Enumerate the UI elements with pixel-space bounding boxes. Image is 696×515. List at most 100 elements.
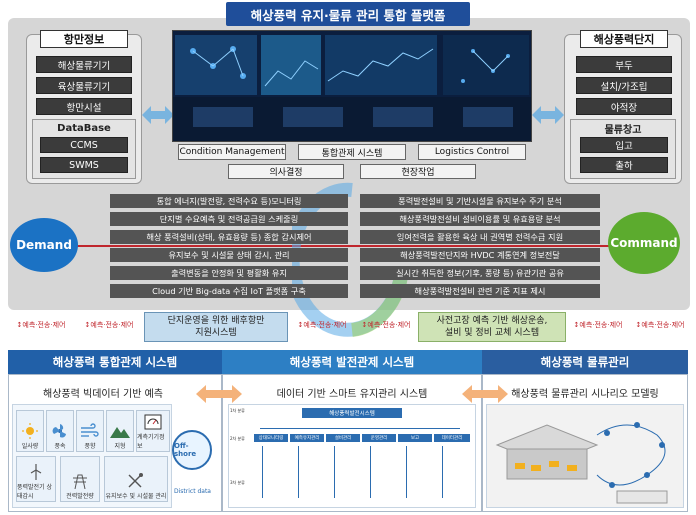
diagram-node-6: 데이터관리 (434, 434, 470, 442)
offshore-badge: Off-shore (172, 430, 212, 470)
port-item-facility[interactable]: 항만시설 (36, 98, 132, 115)
left-support-line2: 지원시스템 (195, 328, 237, 338)
function-right-4: 해상풍력발전단지와 HVDC 계통연계 정보전달 (360, 248, 600, 262)
icon-cell-irradiance: 일사량 (16, 410, 44, 452)
diagram-row-label-2: 2차 분류 (230, 436, 245, 441)
arrow-text-4: 예측·전송·제어 (367, 321, 411, 329)
left-support-line1: 단지운영을 위한 배후항만 (167, 316, 265, 326)
icon-cell-tools: 유지보수 및 시설물 관리 (104, 456, 168, 502)
warehouse-out[interactable]: 출하 (580, 157, 668, 173)
arrow-label-4: ↕ 예측·전송·제어 (361, 321, 411, 329)
arrow-text-1: 예측·전송·제어 (22, 321, 66, 329)
icon-cell-turbine: 풍력발전기 상태감시 (16, 456, 56, 502)
wind-item-pier[interactable]: 부두 (576, 56, 672, 73)
right-bidirectional-arrow (532, 106, 564, 124)
condition-management-button[interactable]: Condition Management (178, 144, 286, 160)
diagram-branch-5 (406, 446, 426, 498)
wind-item-assembly[interactable]: 설치/가조립 (576, 77, 672, 94)
diagram-node-5: 보고 (398, 434, 432, 442)
warehouse-in[interactable]: 입고 (580, 137, 668, 153)
terrain-icon (110, 427, 130, 438)
diagram-top-node: 해상풍력발전시스템 (302, 408, 402, 418)
diagram-connector (260, 428, 460, 429)
right-support-box: 사전고장 예측 기반 해상운송, 설비 및 정비 교체 시스템 (418, 312, 566, 342)
icon-label-winddir: 풍향 (84, 443, 96, 450)
arrow-label-1: ↕ 예측·전송·제어 (16, 321, 66, 329)
wind-complex-title: 해상풍력단지 (580, 30, 668, 48)
diagram-branch-2 (298, 446, 318, 498)
icon-cell-power: 전력발전량 (60, 456, 100, 502)
icon-label-power: 전력발전량 (66, 493, 94, 500)
diagram-branch-4 (370, 446, 390, 498)
control-room-screens (173, 35, 531, 141)
diagram-node-2: 예측유지관리 (290, 434, 324, 442)
arrow-label-5: ↕ 예측·전송·제어 (573, 321, 623, 329)
icon-label-windspeed: 풍속 (54, 443, 66, 450)
icon-label-turbine: 풍력발전기 상태감시 (17, 484, 53, 500)
logistics-control-button[interactable]: Logistics Control (418, 144, 526, 160)
function-left-6: Cloud 기반 Big-data 수집 IoT 플랫폼 구축 (110, 284, 348, 298)
bigdata-subtitle: 해상풍력 빅데이터 기반 예측 (43, 388, 163, 400)
decision-making-box[interactable]: 의사결정 (228, 164, 344, 179)
sun-icon (22, 423, 38, 439)
arrow-label-2: ↕ 예측·전송·제어 (84, 321, 134, 329)
diagram-branch-6 (442, 446, 462, 498)
diagram-node-3: 설비관리 (326, 434, 360, 442)
logistics-subtitle: 해상풍력 물류관리 시나리오 모델링 (511, 388, 659, 400)
port-item-marine[interactable]: 해상물류기기 (36, 56, 132, 73)
arrow-label-6: ↕ 예측·전송·제어 (635, 321, 685, 329)
database-title: DataBase (57, 122, 111, 134)
function-left-5: 출력변동을 안정화 및 평활화 유지 (110, 266, 348, 280)
function-right-5: 실시간 취득한 정보(기후, 풍량 등) 유관기관 공유 (360, 266, 600, 280)
arrow-text-3: 예측·전송·제어 (303, 321, 347, 329)
integrated-control-header: 해상풍력 통합관제 시스템 (8, 350, 222, 374)
meter-icon (144, 414, 162, 430)
port-item-land[interactable]: 육상물류기기 (36, 77, 132, 94)
function-right-1: 풍력발전설비 및 기반시설물 유지보수 주기 분석 (360, 194, 600, 208)
power-control-header: 해상풍력 발전관제 시스템 (222, 350, 482, 374)
bottom-right-arrow (462, 385, 508, 403)
district-label: District data (174, 488, 211, 495)
warehouse-title: 물류창고 (604, 124, 642, 136)
smart-maintenance-subtitle: 데이터 기반 스마트 유지관리 시스템 (276, 388, 428, 400)
logistics-header: 해상풍력 물류관리 (482, 350, 688, 374)
arrow-label-3: ↕ 예측·전송·제어 (297, 321, 347, 329)
left-bidirectional-arrow (142, 106, 174, 124)
function-left-1: 통합 에너지(발전량, 전력수요 등)모니터링 (110, 194, 348, 208)
arrow-text-6: 예측·전송·제어 (641, 321, 685, 329)
control-room-image (172, 30, 532, 142)
icon-label-irradiance: 일사량 (21, 443, 39, 450)
diagram-branch-1 (262, 446, 282, 498)
page-title: 해상풍력 유지·물류 관리 통합 플랫폼 (226, 2, 470, 26)
diagram-node-1: 상태모니터링 (254, 434, 288, 442)
diagram-branch-3 (334, 446, 354, 498)
right-support-line1: 사전고장 예측 기반 해상운송, (436, 316, 548, 326)
function-left-2: 단지별 수요예측 및 전력공급원 스케줄링 (110, 212, 348, 226)
wind-item-yard[interactable]: 야적장 (576, 98, 672, 115)
function-right-6: 해상풍력발전설비 관련 기준 지표 제시 (360, 284, 600, 298)
wind-icon (81, 423, 99, 437)
power-icon (73, 474, 87, 489)
function-right-2: 해상풍력발전설비 설비이용률 및 유효용량 분석 (360, 212, 600, 226)
database-swms[interactable]: SWMS (40, 157, 128, 173)
turbine-icon (30, 464, 42, 480)
right-support-line2: 설비 및 정비 교체 시스템 (444, 328, 540, 338)
icon-cell-meter: 계측기기정보 (136, 410, 170, 452)
arrow-text-2: 예측·전송·제어 (90, 321, 134, 329)
offshore-label: Off-shore (174, 442, 197, 458)
logistics-scenario-image (486, 404, 684, 508)
fan-icon (52, 424, 66, 438)
database-ccms[interactable]: CCMS (40, 137, 128, 153)
function-left-4: 유지보수 및 시설물 상태 감시, 관리 (110, 248, 348, 262)
arrow-text-5: 예측·전송·제어 (579, 321, 623, 329)
icon-cell-terrain: 지형 (106, 410, 134, 452)
icon-cell-windspeed: 풍속 (46, 410, 74, 452)
demand-command-line (70, 245, 626, 247)
tools-icon (128, 473, 143, 488)
integrated-control-button[interactable]: 통합관제 시스템 (298, 144, 406, 160)
command-circle: Command (608, 212, 680, 274)
field-work-box[interactable]: 현장작업 (360, 164, 476, 179)
function-left-3: 해상 풍력설비(상태, 유효용량 등) 종합 감시제어 (110, 230, 348, 244)
icon-label-terrain: 지형 (114, 443, 126, 450)
diagram-row-label-1: 1차 분류 (230, 408, 245, 413)
